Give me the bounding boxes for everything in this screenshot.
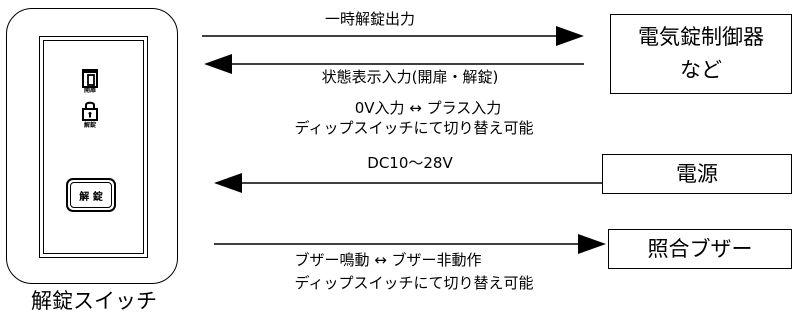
unlock-button[interactable]: 解 錠 <box>66 178 116 212</box>
controller-box-line-1: 電気錠制御器 <box>638 25 764 49</box>
controller-box: 電気錠制御器 など <box>610 14 792 94</box>
power-box: 電源 <box>602 154 792 194</box>
dip-switch-label-1: ディップスイッチにて切り替え可能 <box>294 119 534 137</box>
power-arrowhead <box>214 173 242 193</box>
status-input-label: 状態表示入力(開扉・解錠) <box>321 68 499 86</box>
buzzer-box: 照合ブザー <box>608 229 792 269</box>
unlock-status-text: 解錠 <box>83 122 96 129</box>
unlock-output-label: 一時解錠出力 <box>324 10 416 28</box>
buzzer-arrowhead <box>578 234 606 254</box>
power-supply-label: DC10～28V <box>367 154 453 172</box>
status-input-arrowhead <box>204 54 232 74</box>
unlock-icon <box>82 101 98 121</box>
unlock-output-arrowhead <box>556 26 584 46</box>
switch-faceplate: 開扉 解錠 解 錠 <box>39 36 148 258</box>
dip-switch-label-2: ディップスイッチにて切り替え可能 <box>294 274 534 292</box>
buzzer-mode-label: ブザー鳴動 ↔ ブザー非動作 <box>294 251 482 269</box>
unlock-button-label: 解 錠 <box>70 182 112 208</box>
switch-panel: 開扉 解錠 解 錠 <box>43 40 144 254</box>
door-open-status-text: 開扉 <box>83 87 96 94</box>
door-open-icon <box>82 69 98 88</box>
switch-label: 解錠スイッチ <box>31 289 157 313</box>
controller-box-line-2: など <box>680 58 722 82</box>
input-mode-label: 0V入力 ↔ プラス入力 <box>354 99 502 117</box>
